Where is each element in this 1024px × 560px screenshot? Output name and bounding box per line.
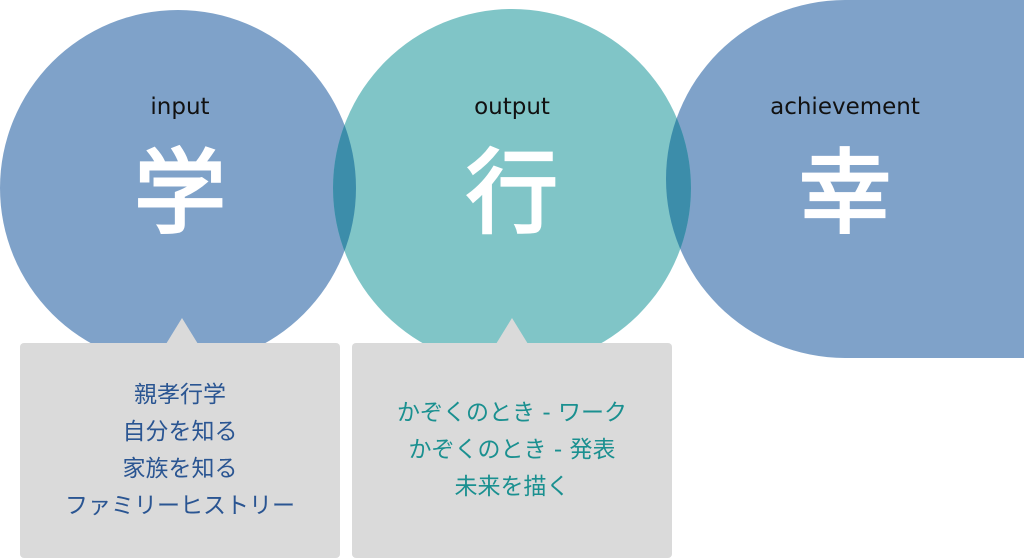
input-box: 親孝行学 自分を知る 家族を知る ファミリーヒストリー xyxy=(20,343,340,558)
output-item: かぞくのとき - ワーク xyxy=(397,400,627,426)
input-circle xyxy=(0,10,356,366)
achievement-kanji: 幸 xyxy=(798,140,891,247)
output-label: output xyxy=(474,94,550,120)
output-item: 未来を描く xyxy=(454,474,570,500)
achievement-label: achievement xyxy=(770,94,920,120)
achievement-shape xyxy=(666,0,1024,358)
output-item: かぞくのとき - 発表 xyxy=(408,437,616,463)
output-kanji: 行 xyxy=(465,140,558,247)
input-pointer xyxy=(166,318,198,344)
output-box: かぞくのとき - ワーク かぞくのとき - 発表 未来を描く xyxy=(352,343,672,558)
input-label: input xyxy=(150,94,210,120)
input-item: ファミリーヒストリー xyxy=(65,492,295,519)
input-item: 自分を知る xyxy=(122,418,238,445)
output-circle xyxy=(333,9,691,367)
input-item: 家族を知る xyxy=(122,455,238,482)
output-pointer xyxy=(496,318,528,344)
input-item: 親孝行学 xyxy=(134,381,226,408)
input-kanji: 学 xyxy=(133,140,226,247)
